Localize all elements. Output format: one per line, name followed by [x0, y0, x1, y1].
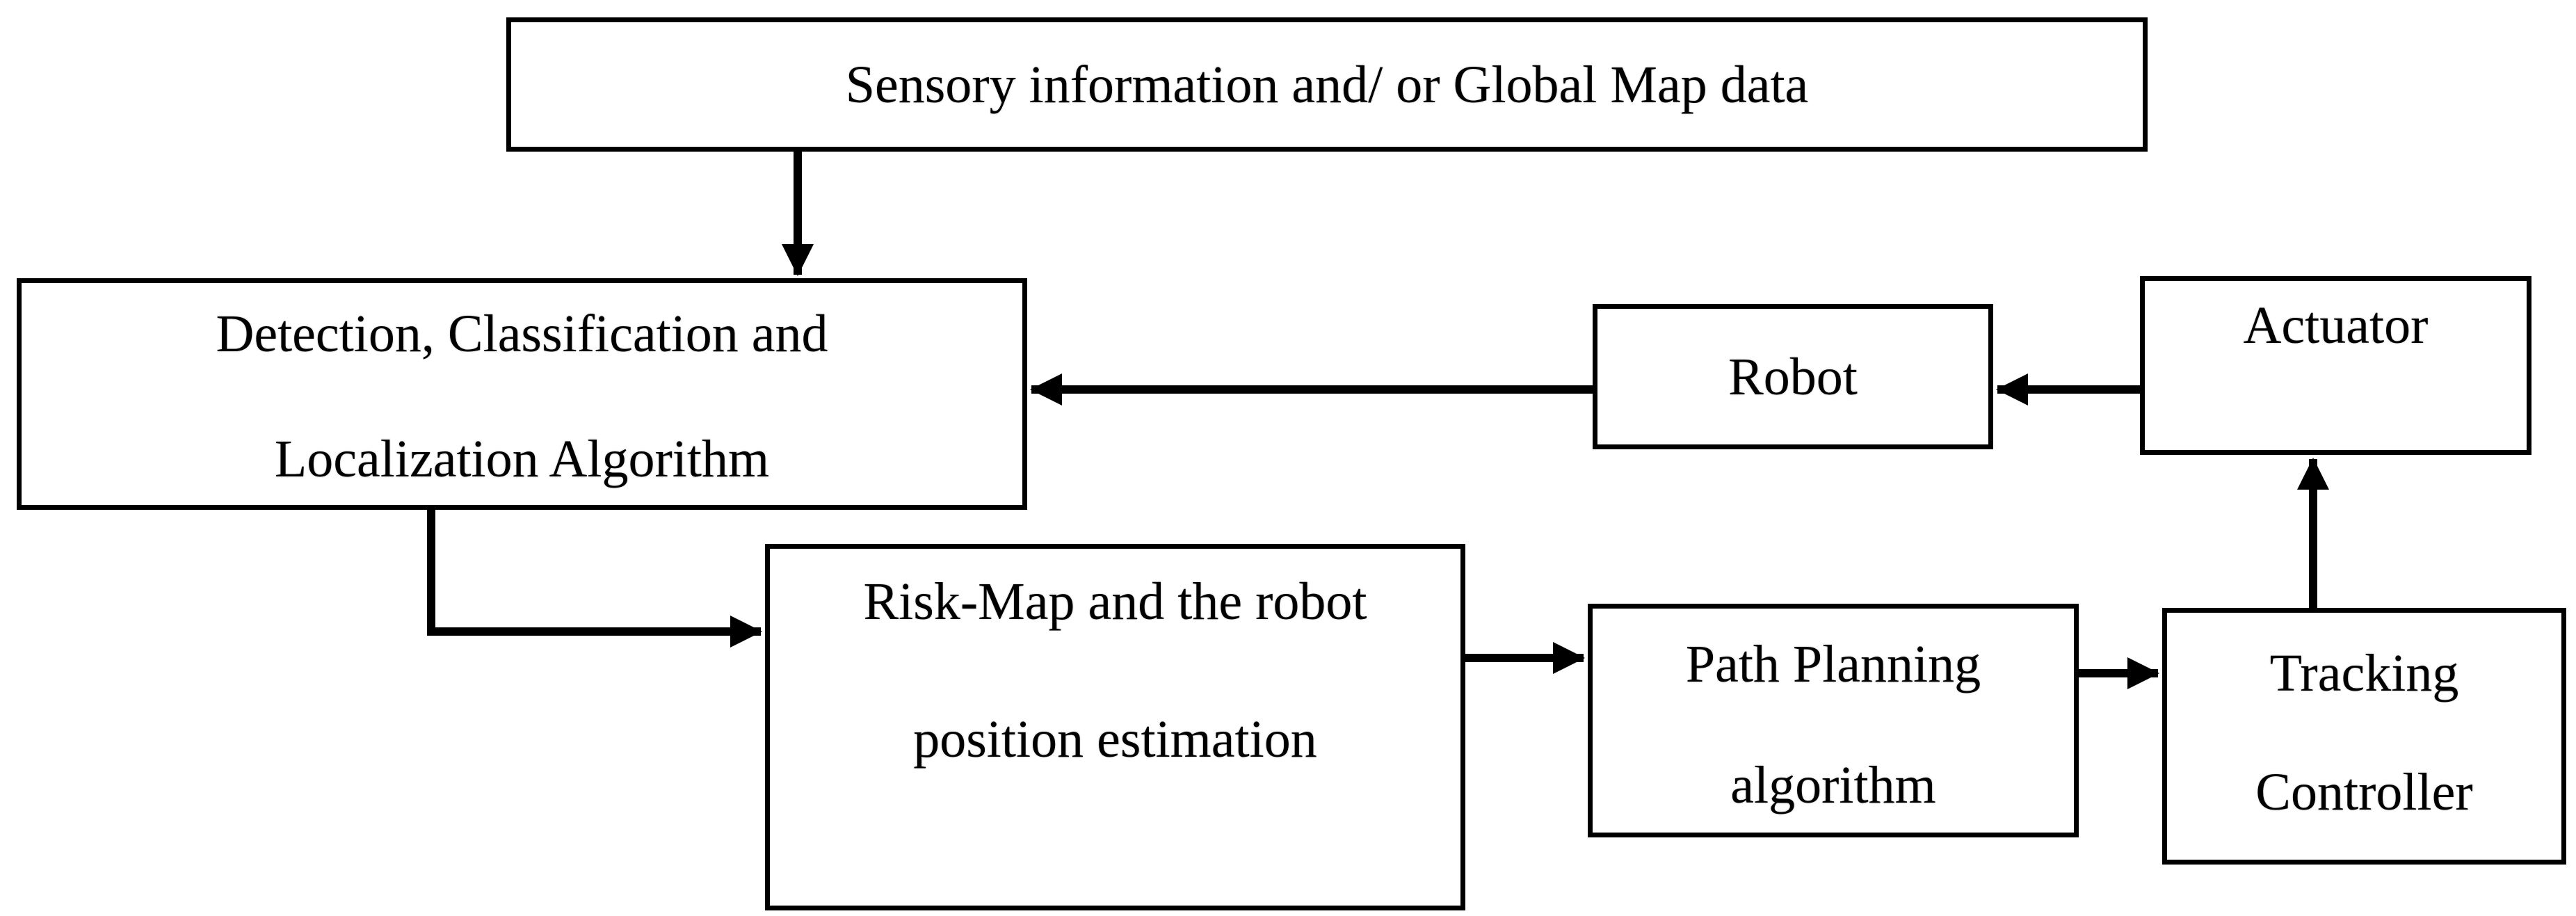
risk-map-label-line1: Risk-Map and the robot — [863, 572, 1367, 631]
sensory-information-label: Sensory information and/ or Global Map d… — [845, 55, 1809, 114]
tracking-label-line2: Controller — [2255, 763, 2473, 821]
arrow-detection-to-risk-map — [427, 510, 762, 648]
risk-map-label-line2: position estimation — [913, 710, 1317, 769]
sensory-information-box: Sensory information and/ or Global Map d… — [506, 17, 2148, 152]
detection-classification-localization-box: Detection, Classification and Localizati… — [17, 278, 1027, 510]
path-planning-label-line1: Path Planning — [1685, 635, 1981, 693]
actuator-box: Actuator — [2140, 276, 2531, 455]
tracking-label-line1: Tracking — [2269, 644, 2459, 702]
actuator-label: Actuator — [2243, 296, 2429, 355]
detection-label-line1: Detection, Classification and — [216, 305, 828, 363]
path-planning-label-line2: algorithm — [1730, 756, 1936, 814]
tracking-controller-box: Tracking Controller — [2162, 608, 2566, 865]
path-planning-algorithm-box: Path Planning algorithm — [1588, 604, 2079, 837]
robot-label: Robot — [1728, 347, 1858, 406]
risk-map-position-estimation-box: Risk-Map and the robot position estimati… — [765, 544, 1465, 910]
robot-box: Robot — [1593, 304, 1993, 449]
detection-label-line2: Localization Algorithm — [274, 430, 770, 488]
